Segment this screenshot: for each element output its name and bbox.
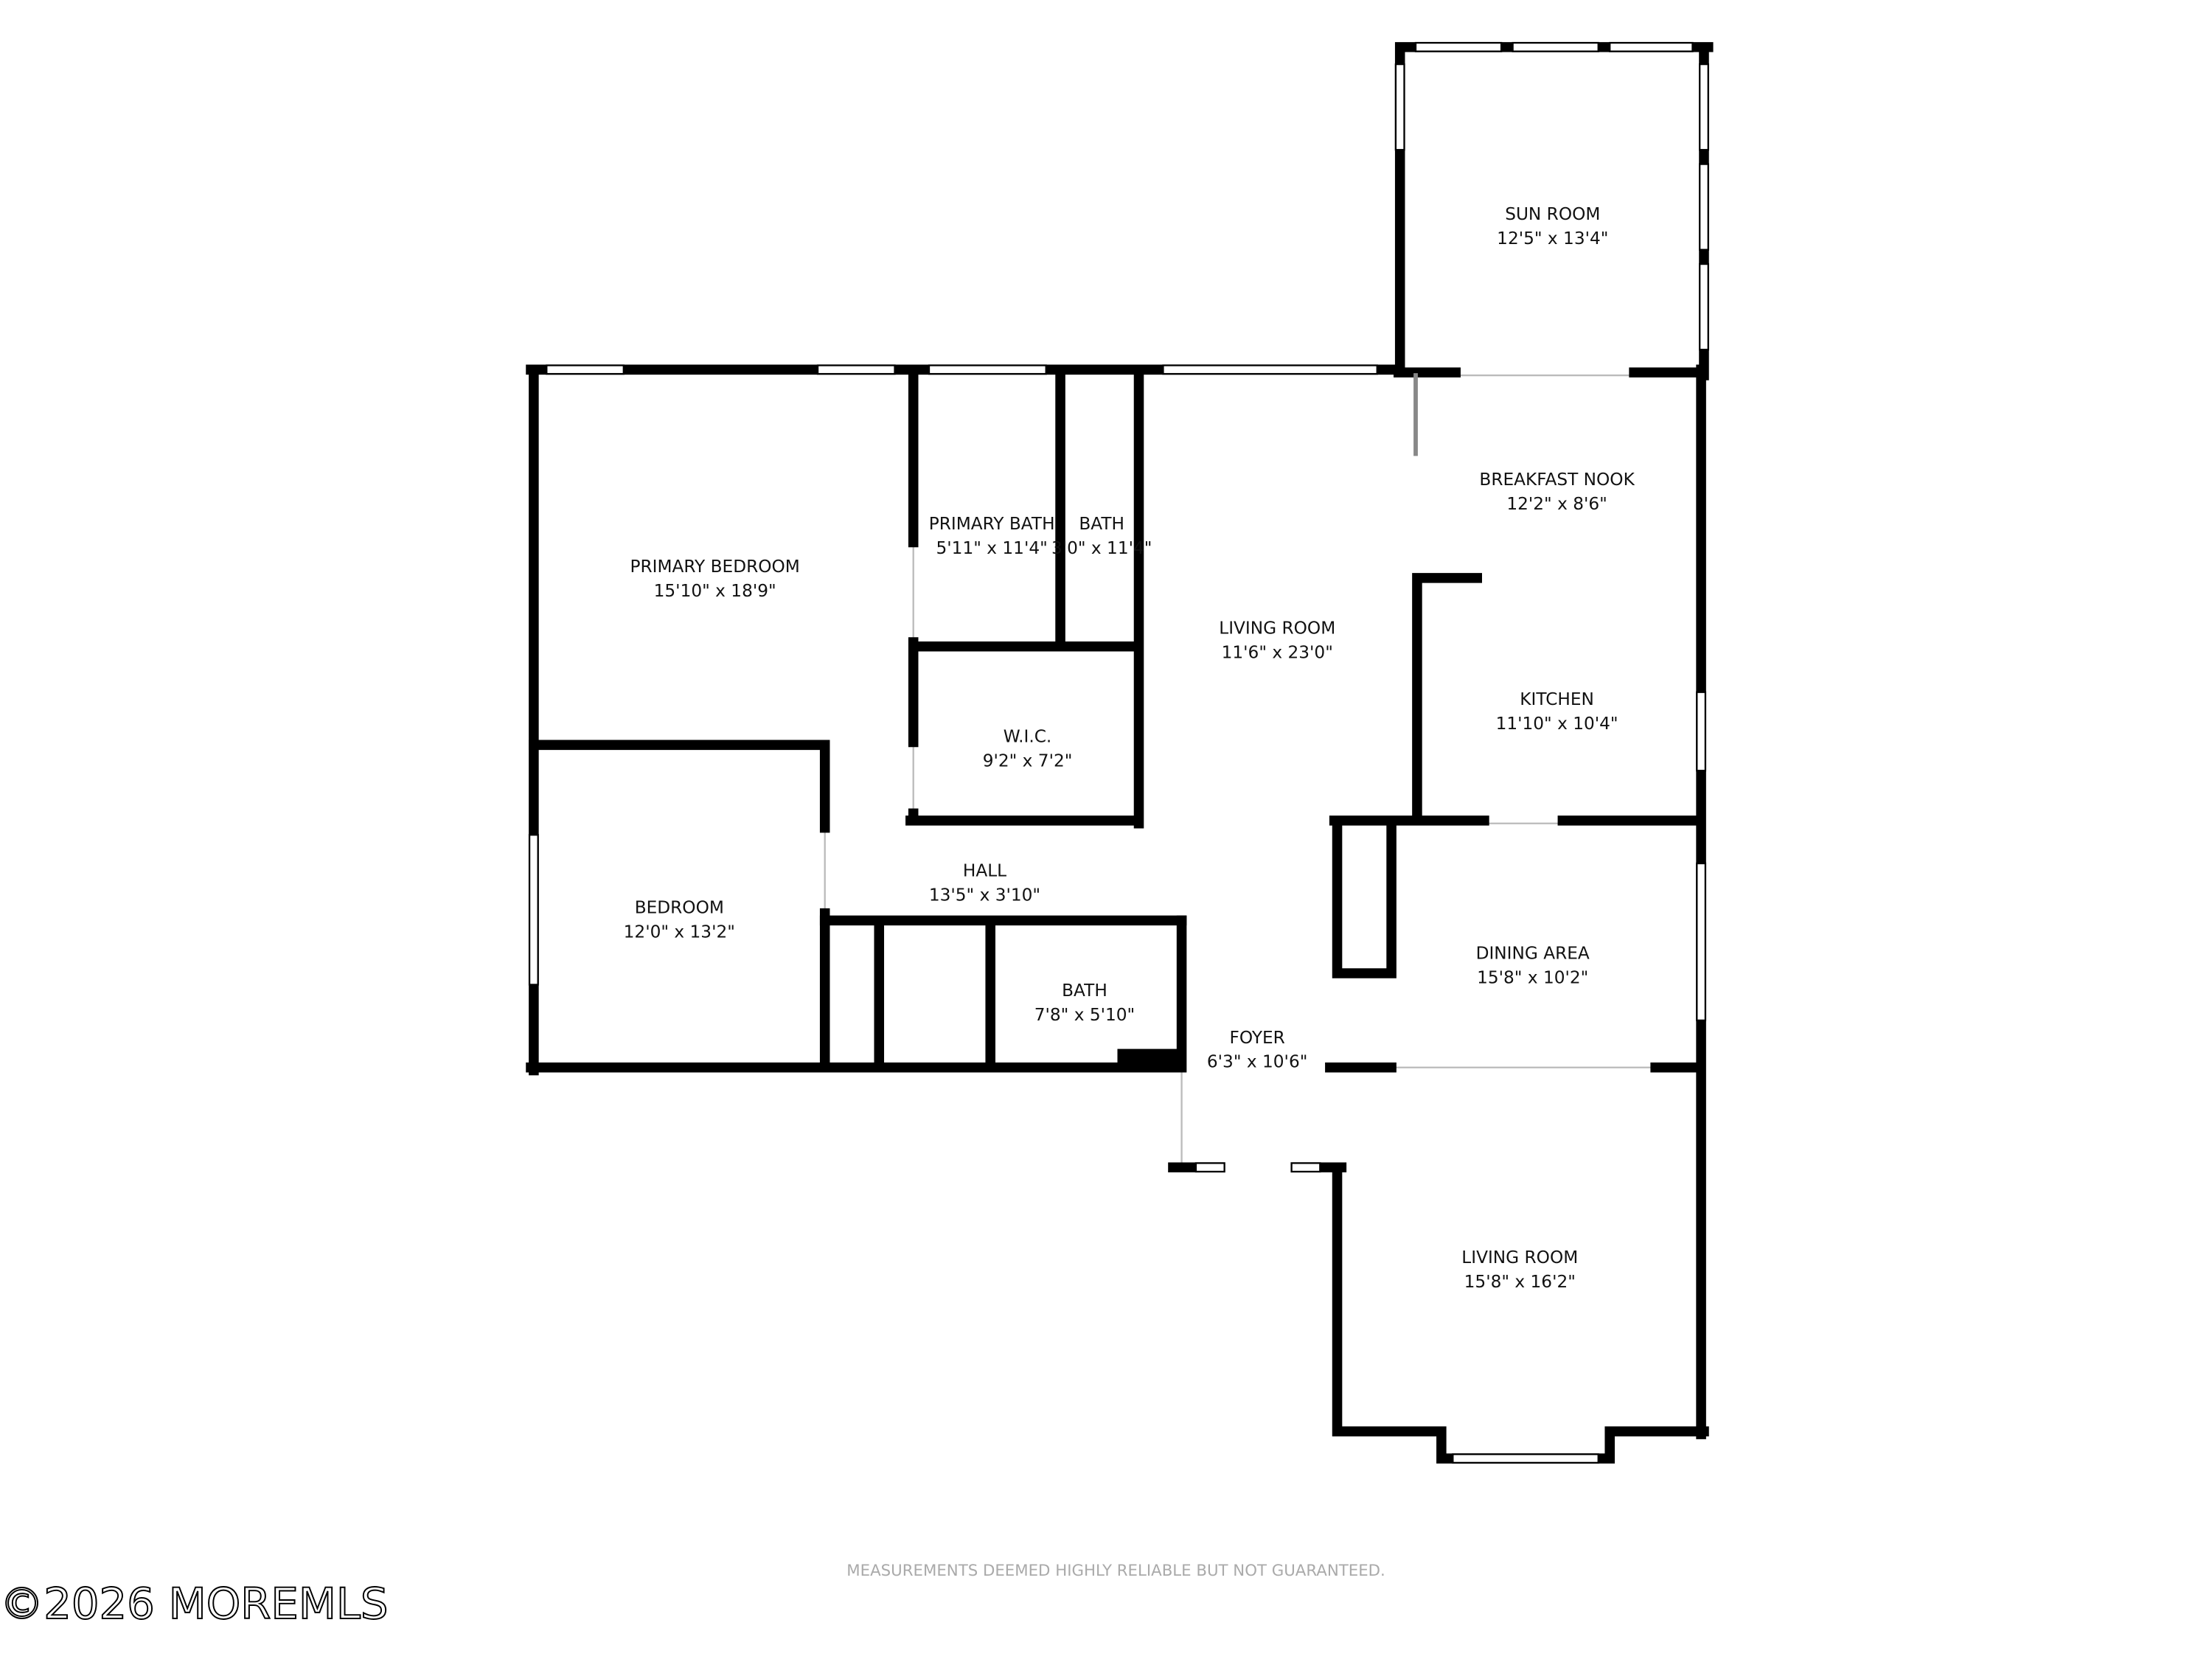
room-name: FOYER [1229,1028,1284,1048]
room-name: LIVING ROOM [1219,618,1335,638]
room-name: BATH [1062,981,1107,1001]
room-dimensions: 12'0" x 13'2" [624,922,735,942]
room-name: PRIMARY BATH [929,514,1055,534]
room-dimensions: 15'10" x 18'9" [654,581,776,601]
room-dimensions: 6'3" x 10'6" [1207,1052,1308,1072]
room-name: BREAKFAST NOOK [1479,470,1635,490]
room-dimensions: 9'2" x 7'2" [983,751,1073,771]
room-name: BATH [1079,514,1124,534]
room-name: HALL [963,860,1006,880]
room-dimensions: 7'8" x 5'10" [1034,1005,1135,1025]
room-dimensions: 15'8" x 16'2" [1464,1272,1576,1292]
room-dimensions: 3'0" x 11'4" [1051,538,1152,558]
room-dimensions: 12'2" x 8'6" [1506,494,1607,514]
room-dimensions: 5'11" x 11'4" [936,538,1048,558]
room-name: PRIMARY BEDROOM [630,557,800,577]
room-dimensions: 11'6" x 23'0" [1222,642,1333,662]
room-name: KITCHEN [1520,689,1594,709]
room-dimensions: 15'8" x 10'2" [1477,968,1588,988]
room-name: LIVING ROOM [1461,1248,1578,1267]
watermark-logo: ©2026 MOREMLS [0,1579,388,1629]
room-dimensions: 11'10" x 10'4" [1496,714,1618,734]
room-dimensions: 12'5" x 13'4" [1497,229,1608,248]
room-name: W.I.C. [1004,726,1052,746]
room-name: DINING AREA [1476,944,1590,964]
room-dimensions: 13'5" x 3'10" [929,885,1040,905]
room-name: SUN ROOM [1505,204,1600,224]
walls [526,41,1714,1464]
room-name: BEDROOM [635,898,724,918]
disclaimer: MEASUREMENTS DEEMED HIGHLY RELIABLE BUT … [846,1562,1385,1580]
